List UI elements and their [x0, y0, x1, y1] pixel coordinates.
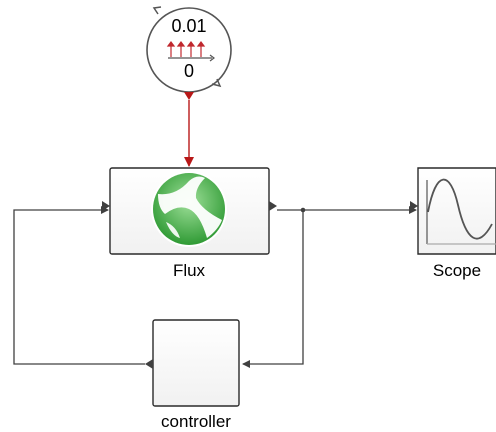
scope-input-port[interactable]	[410, 201, 418, 211]
link-controller-to-flux[interactable]	[13, 206, 145, 365]
clock-activation-output-port[interactable]	[184, 92, 194, 100]
clock-period-label: 0.01	[171, 16, 206, 36]
link-split-to-controller[interactable]	[242, 210, 304, 368]
scope-block[interactable]: Scope	[410, 167, 496, 280]
clock-arrow-head-bottom	[211, 78, 222, 88]
flux-block[interactable]: Flux	[102, 167, 277, 280]
controller-block-body[interactable]	[152, 319, 240, 407]
impulse-train-icon	[166, 41, 215, 62]
controller-block-label: controller	[161, 412, 231, 431]
scope-plot-icon	[426, 178, 496, 245]
flux-logo-icon	[151, 171, 227, 247]
flux-block-label: Flux	[173, 261, 206, 280]
clock-arrow-head-top	[152, 6, 162, 15]
flux-output-port[interactable]	[269, 201, 277, 211]
controller-output-port[interactable]	[145, 359, 153, 369]
controller-block[interactable]: controller	[145, 319, 247, 431]
clock-block[interactable]: 0.01 0	[146, 6, 232, 100]
scope-block-body[interactable]	[417, 167, 496, 255]
clock-offset-label: 0	[184, 61, 194, 81]
scope-block-label: Scope	[433, 261, 481, 280]
